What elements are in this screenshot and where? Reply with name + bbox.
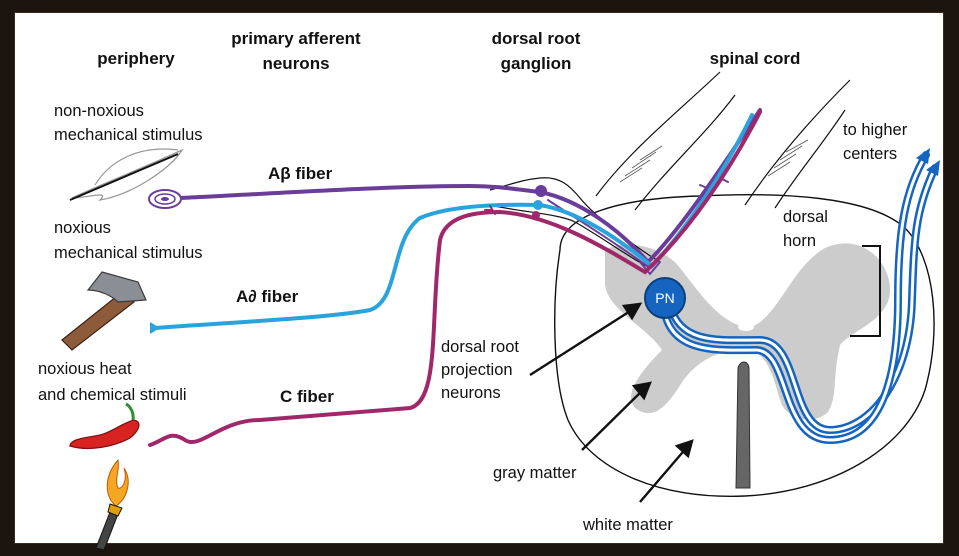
label-adelta-fiber: A∂ fiber	[236, 287, 299, 306]
header-periphery: periphery	[97, 49, 175, 68]
label-higher-centers-2: centers	[843, 145, 897, 163]
header-drg-1: dorsal root	[492, 29, 581, 48]
label-dorsal-horn-2: horn	[783, 232, 816, 250]
dorsal-rootlet-right	[745, 80, 850, 205]
chili-pepper-icon	[70, 404, 139, 448]
label-projection-3: neurons	[441, 384, 501, 402]
hammer-icon	[62, 272, 146, 350]
label-gray-matter: gray matter	[493, 464, 577, 482]
label-heat-chem-1: noxious heat	[38, 360, 132, 378]
flame-torch-icon	[96, 460, 128, 550]
dorsal-rootlet-left-inner	[635, 95, 735, 210]
label-non-noxious-2: mechanical stimulus	[54, 126, 203, 144]
central-canal	[738, 323, 754, 331]
label-c-fiber: C fiber	[280, 387, 334, 406]
adelta-free-ending	[150, 322, 160, 334]
header-drg-2: ganglion	[501, 54, 572, 73]
feather-icon	[70, 149, 182, 208]
adelta-cell-body	[533, 200, 543, 210]
label-noxious-mech-2: mechanical stimulus	[54, 244, 203, 262]
label-projection-1: dorsal root	[441, 338, 519, 356]
label-non-noxious-1: non-noxious	[54, 102, 144, 120]
dorsal-rootlet-right-inner	[775, 110, 845, 208]
label-abeta-fiber: Aβ fiber	[268, 164, 333, 183]
label-heat-chem-2: and chemical stimuli	[38, 386, 187, 404]
label-dorsal-horn-1: dorsal	[783, 208, 828, 226]
projection-neuron: PN	[645, 278, 685, 318]
label-higher-centers-1: to higher	[843, 121, 908, 139]
abeta-cell-body	[535, 185, 547, 197]
header-spinal-cord: spinal cord	[710, 49, 801, 68]
anterior-fissure	[736, 362, 750, 488]
pn-label: PN	[655, 290, 674, 306]
header-primary-afferent-2: neurons	[262, 54, 329, 73]
header-primary-afferent-1: primary afferent	[231, 29, 361, 48]
c-cell-body	[532, 211, 540, 219]
label-noxious-mech-1: noxious	[54, 219, 111, 237]
label-projection-2: projection	[441, 361, 513, 379]
label-white-matter: white matter	[582, 516, 673, 534]
